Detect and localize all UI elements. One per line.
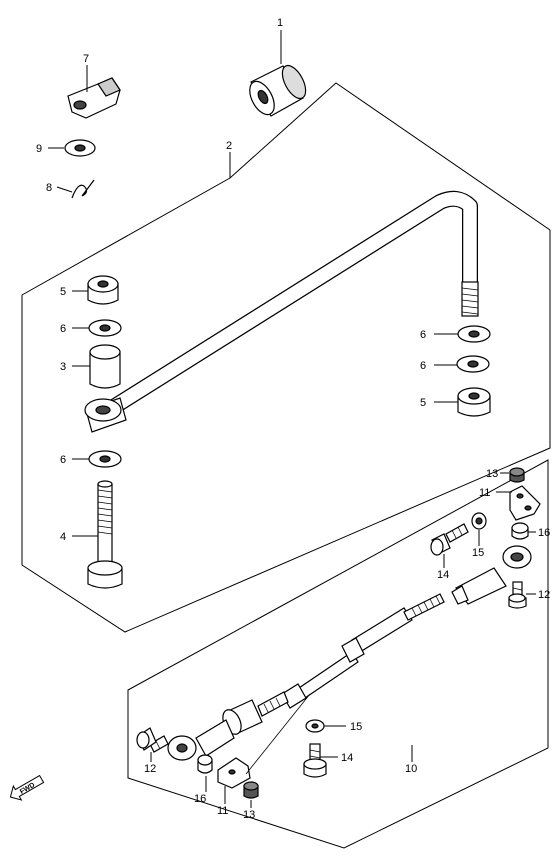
callout-14-upper: 14 — [437, 569, 449, 581]
callout-10: 10 — [405, 763, 417, 775]
washer-part-15-lower — [305, 719, 325, 733]
washer-part-lower-left — [88, 450, 122, 468]
bracket-part-lower — [217, 757, 251, 789]
callout-3: 3 — [60, 361, 66, 373]
arm-part — [67, 77, 121, 119]
grommet-part — [249, 64, 307, 117]
cable-upper-end-part — [451, 545, 532, 605]
callout-6-upper-left: 6 — [60, 323, 66, 335]
control-cable-part — [167, 593, 445, 761]
callout-1: 1 — [277, 17, 283, 29]
callout-4: 4 — [60, 531, 66, 543]
bushing-part-upper — [511, 522, 529, 540]
forward-direction-label: FWD — [19, 782, 36, 796]
callout-16-lower: 16 — [194, 793, 206, 805]
washer-part-right-top — [457, 325, 491, 343]
bolt-part-14-upper — [430, 523, 469, 556]
callout-13-lower: 13 — [243, 809, 255, 821]
rod-part — [107, 190, 479, 415]
callout-6-right-top: 6 — [420, 329, 426, 341]
washer-part-9 — [64, 139, 96, 157]
washer-part-15-upper — [471, 512, 487, 530]
washer-part-right-middle — [456, 355, 490, 373]
small-nut-part-lower — [243, 781, 259, 799]
callout-12-right: 12 — [538, 589, 550, 601]
nut-part-right — [457, 387, 491, 417]
collar-part — [89, 344, 121, 389]
forward-direction-arrow: FWD — [9, 774, 45, 801]
callout-7: 7 — [83, 53, 89, 65]
callout-5-left: 5 — [60, 286, 66, 298]
callout-14-lower: 14 — [341, 752, 353, 764]
callout-2: 2 — [226, 140, 232, 152]
callout-16-upper: 16 — [538, 527, 550, 539]
bracket-part-upper — [509, 485, 541, 521]
callout-15-upper: 15 — [472, 547, 484, 559]
callout-11-lower: 11 — [217, 805, 228, 817]
callout-8: 8 — [46, 182, 52, 194]
bolt-part-14-lower — [303, 743, 327, 778]
bolt-part-12-left — [136, 727, 169, 753]
alignment-line — [245, 693, 311, 775]
callout-9: 9 — [36, 143, 42, 155]
callout-6-right-middle: 6 — [420, 360, 426, 372]
lower-assembly-frame — [127, 459, 549, 849]
clip-part — [71, 179, 95, 199]
nut-part-upper-left — [87, 275, 119, 305]
rod-eye-part — [84, 397, 127, 433]
callout-15-lower: 15 — [350, 721, 362, 733]
bushing-part-lower — [197, 754, 213, 774]
callout-6-lower-left: 6 — [60, 454, 66, 466]
callout-5-right: 5 — [420, 397, 426, 409]
small-nut-part-upper — [509, 467, 525, 483]
long-bolt-part — [87, 480, 123, 589]
callout-12-left: 12 — [144, 763, 156, 775]
bolt-part-12-right — [508, 581, 527, 609]
upper-assembly-frame — [21, 82, 551, 633]
washer-part-upper-left — [88, 319, 122, 337]
leader-lines — [48, 30, 536, 808]
callout-11-upper: 11 — [479, 487, 490, 499]
callout-13-upper: 13 — [486, 468, 498, 480]
